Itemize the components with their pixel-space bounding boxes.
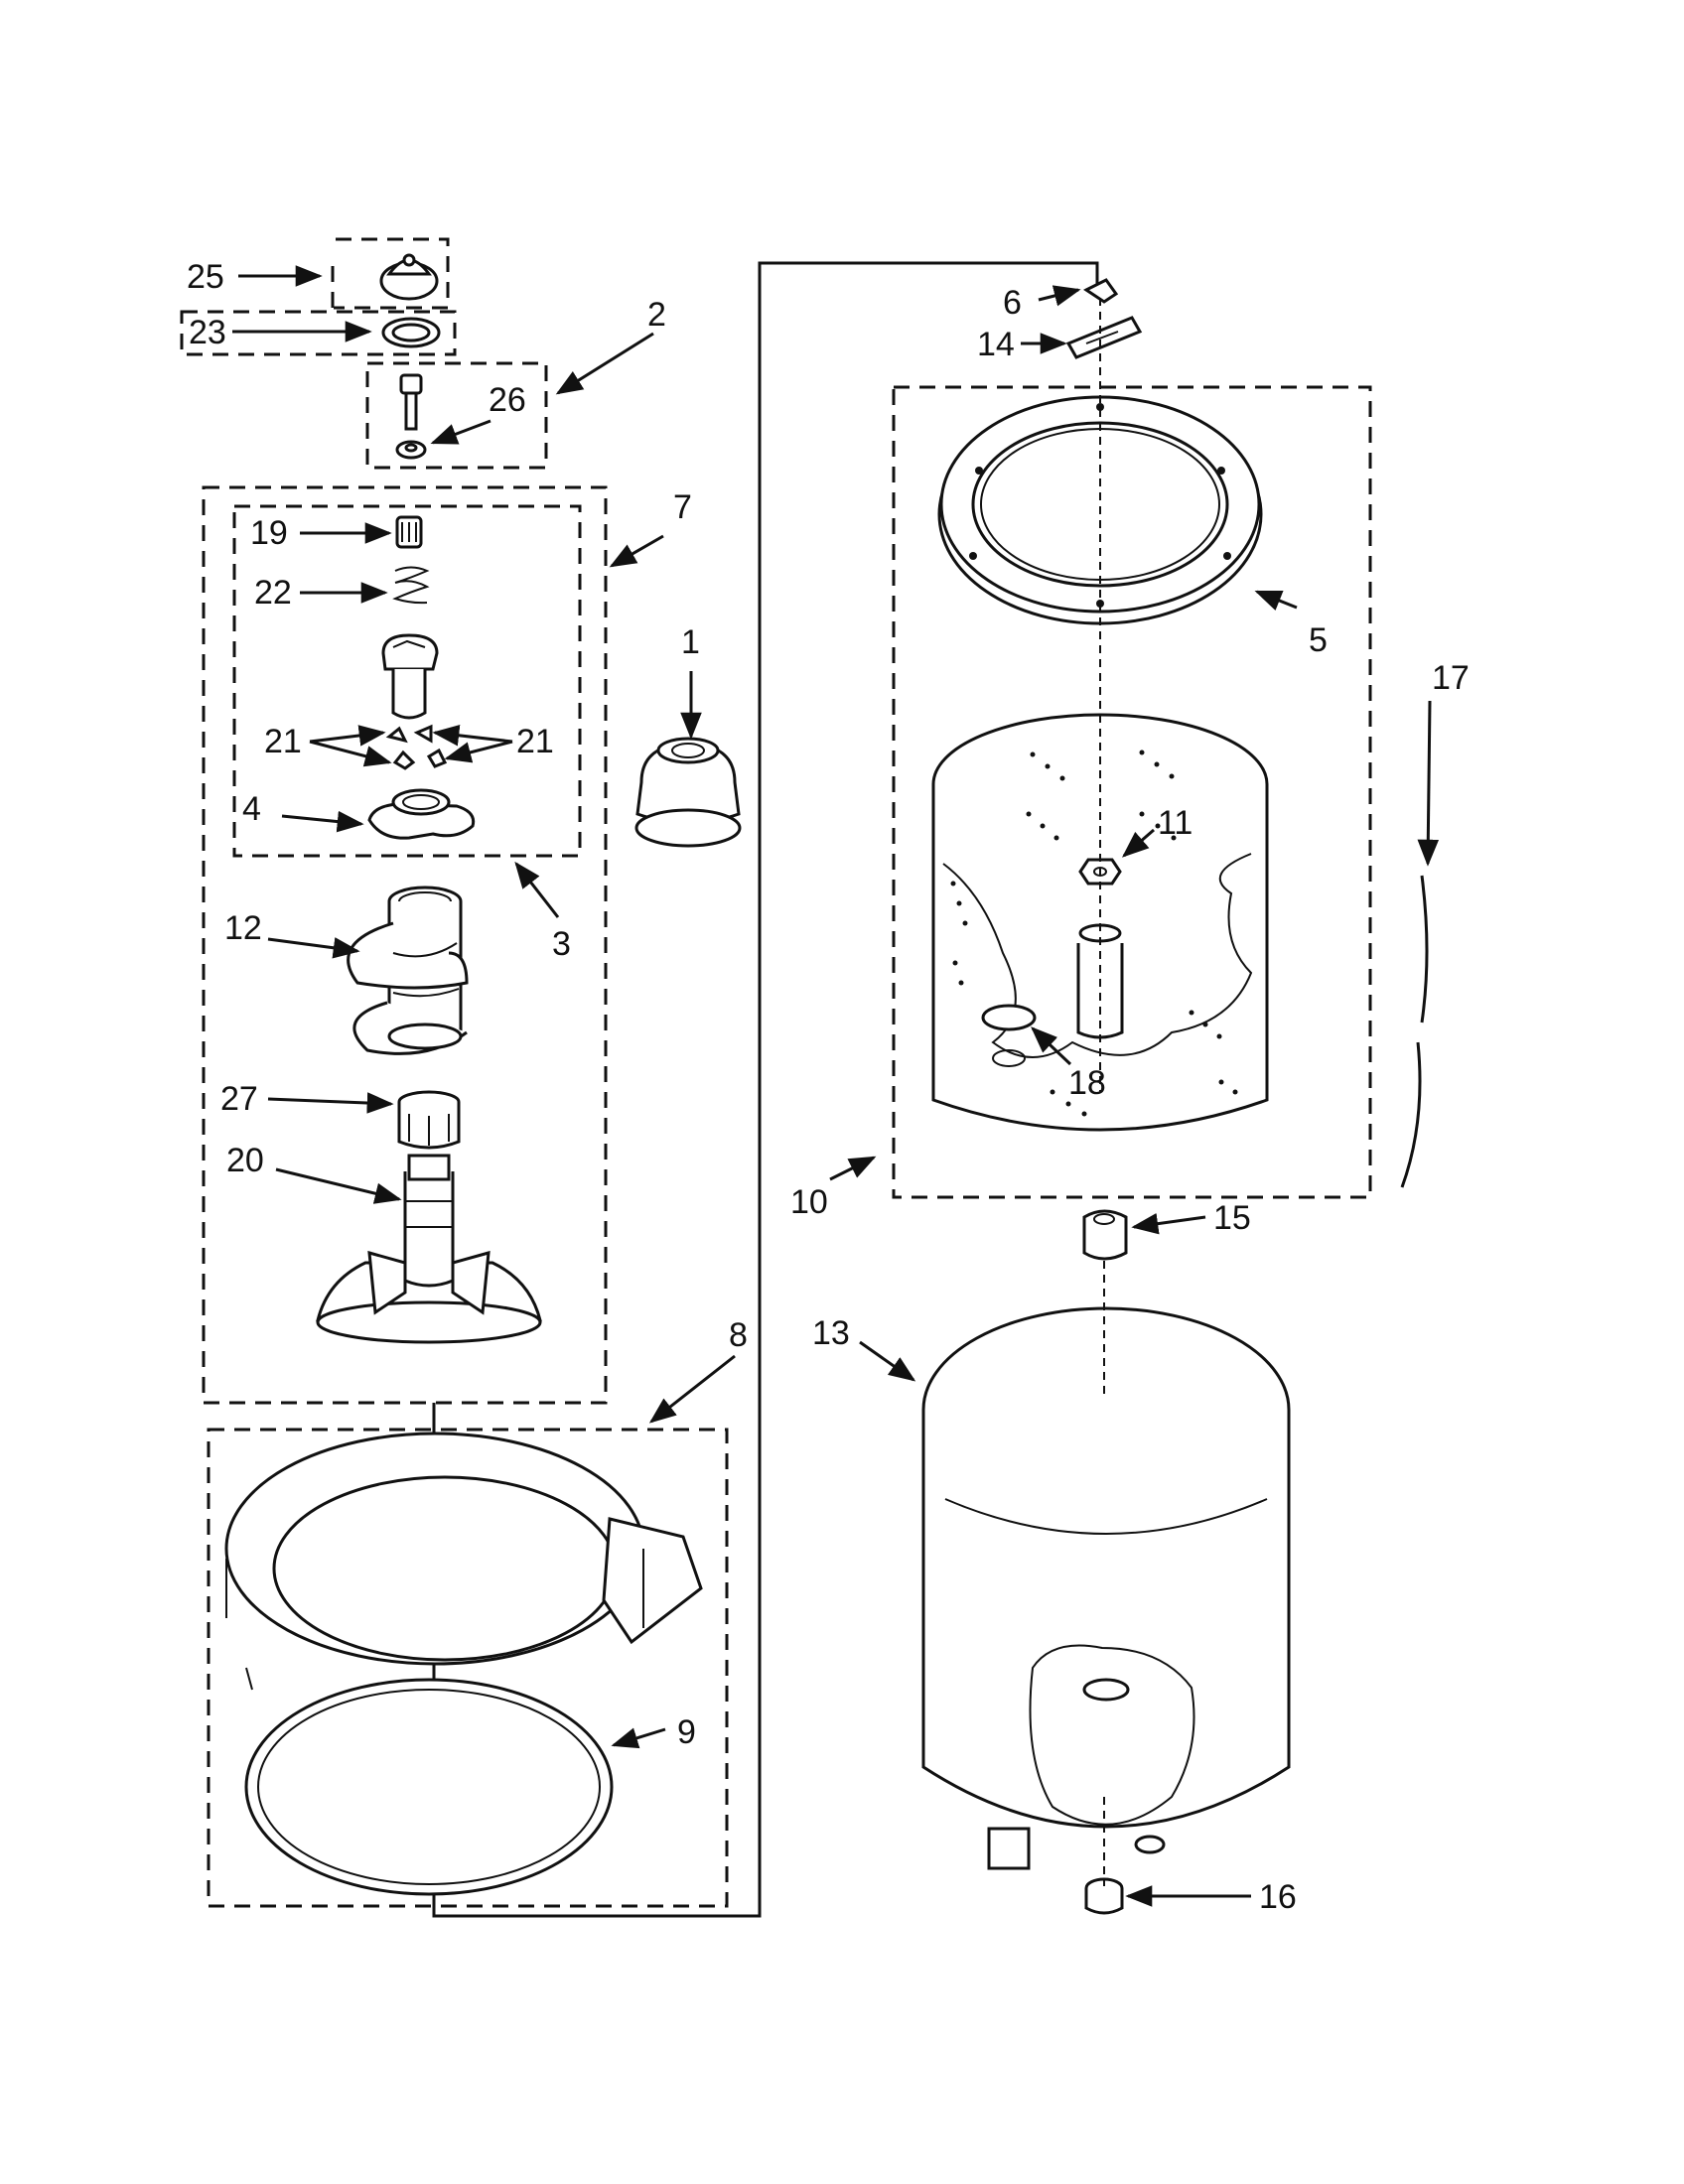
agitator-dog-19 <box>395 515 423 549</box>
callout-1: 1 <box>681 623 700 661</box>
callout-6: 6 <box>1003 284 1022 322</box>
box-8-tub-ring <box>207 1428 729 1908</box>
callout-19: 19 <box>250 514 288 552</box>
cap-o-ring <box>381 317 441 348</box>
basket-perforations <box>950 750 1238 1117</box>
hose-17 <box>1400 875 1429 1188</box>
callout-2: 2 <box>647 296 666 334</box>
assembly-axis <box>1099 298 1105 1886</box>
callout-14: 14 <box>977 326 1015 363</box>
callout-23: 23 <box>189 314 226 351</box>
cam-cap-4 <box>367 788 476 840</box>
box-3-cap-assembly <box>232 504 582 858</box>
callout-21-left: 21 <box>264 723 302 760</box>
callout-22: 22 <box>254 574 292 612</box>
callout-17: 17 <box>1432 659 1470 697</box>
callout-26: 26 <box>489 381 526 419</box>
box-2-screw <box>365 361 548 470</box>
callout-4: 4 <box>242 790 261 828</box>
cam-body <box>381 633 439 720</box>
clip-6 <box>1083 278 1119 304</box>
callout-5: 5 <box>1309 621 1328 659</box>
callout-16: 16 <box>1259 1878 1297 1916</box>
bearing-27 <box>397 1090 461 1150</box>
box-7-agitator <box>202 485 608 1405</box>
hub-seal-15 <box>1082 1209 1128 1261</box>
spring-22 <box>392 566 430 605</box>
callout-15: 15 <box>1213 1199 1251 1237</box>
ring-seal-9 <box>244 1678 614 1896</box>
agitator-cap <box>379 253 439 301</box>
callout-21-right: 21 <box>516 723 554 760</box>
callout-11: 11 <box>1158 804 1193 842</box>
group-boxes <box>180 237 1372 1908</box>
box-10-basket <box>892 385 1372 1199</box>
callout-25: 25 <box>187 258 224 296</box>
callout-13: 13 <box>812 1314 850 1352</box>
callout-7: 7 <box>673 488 692 526</box>
callout-12: 12 <box>224 909 262 947</box>
bolt-and-washer <box>395 373 427 460</box>
tub-ring-8 <box>224 1432 703 1726</box>
outer-tub-13 <box>921 1306 1291 1870</box>
agitator-base-20 <box>316 1154 542 1344</box>
callout-27: 27 <box>220 1080 258 1118</box>
leader-arrows <box>232 265 1440 1907</box>
retainer-14 <box>1065 316 1143 359</box>
callout-20: 20 <box>226 1142 264 1179</box>
agitator-dogs-21 <box>385 724 448 770</box>
auger-12 <box>347 886 469 1055</box>
callout-3: 3 <box>552 925 571 963</box>
drive-seal-16 <box>1084 1877 1124 1915</box>
callout-9: 9 <box>677 1713 696 1751</box>
callout-10: 10 <box>790 1183 828 1221</box>
drive-bell-1 <box>634 737 742 848</box>
callout-18: 18 <box>1068 1064 1106 1102</box>
callout-8: 8 <box>729 1316 748 1354</box>
callout-labels: 25 23 2 26 19 22 7 21 21 4 3 1 12 27 20 … <box>187 258 1470 1916</box>
